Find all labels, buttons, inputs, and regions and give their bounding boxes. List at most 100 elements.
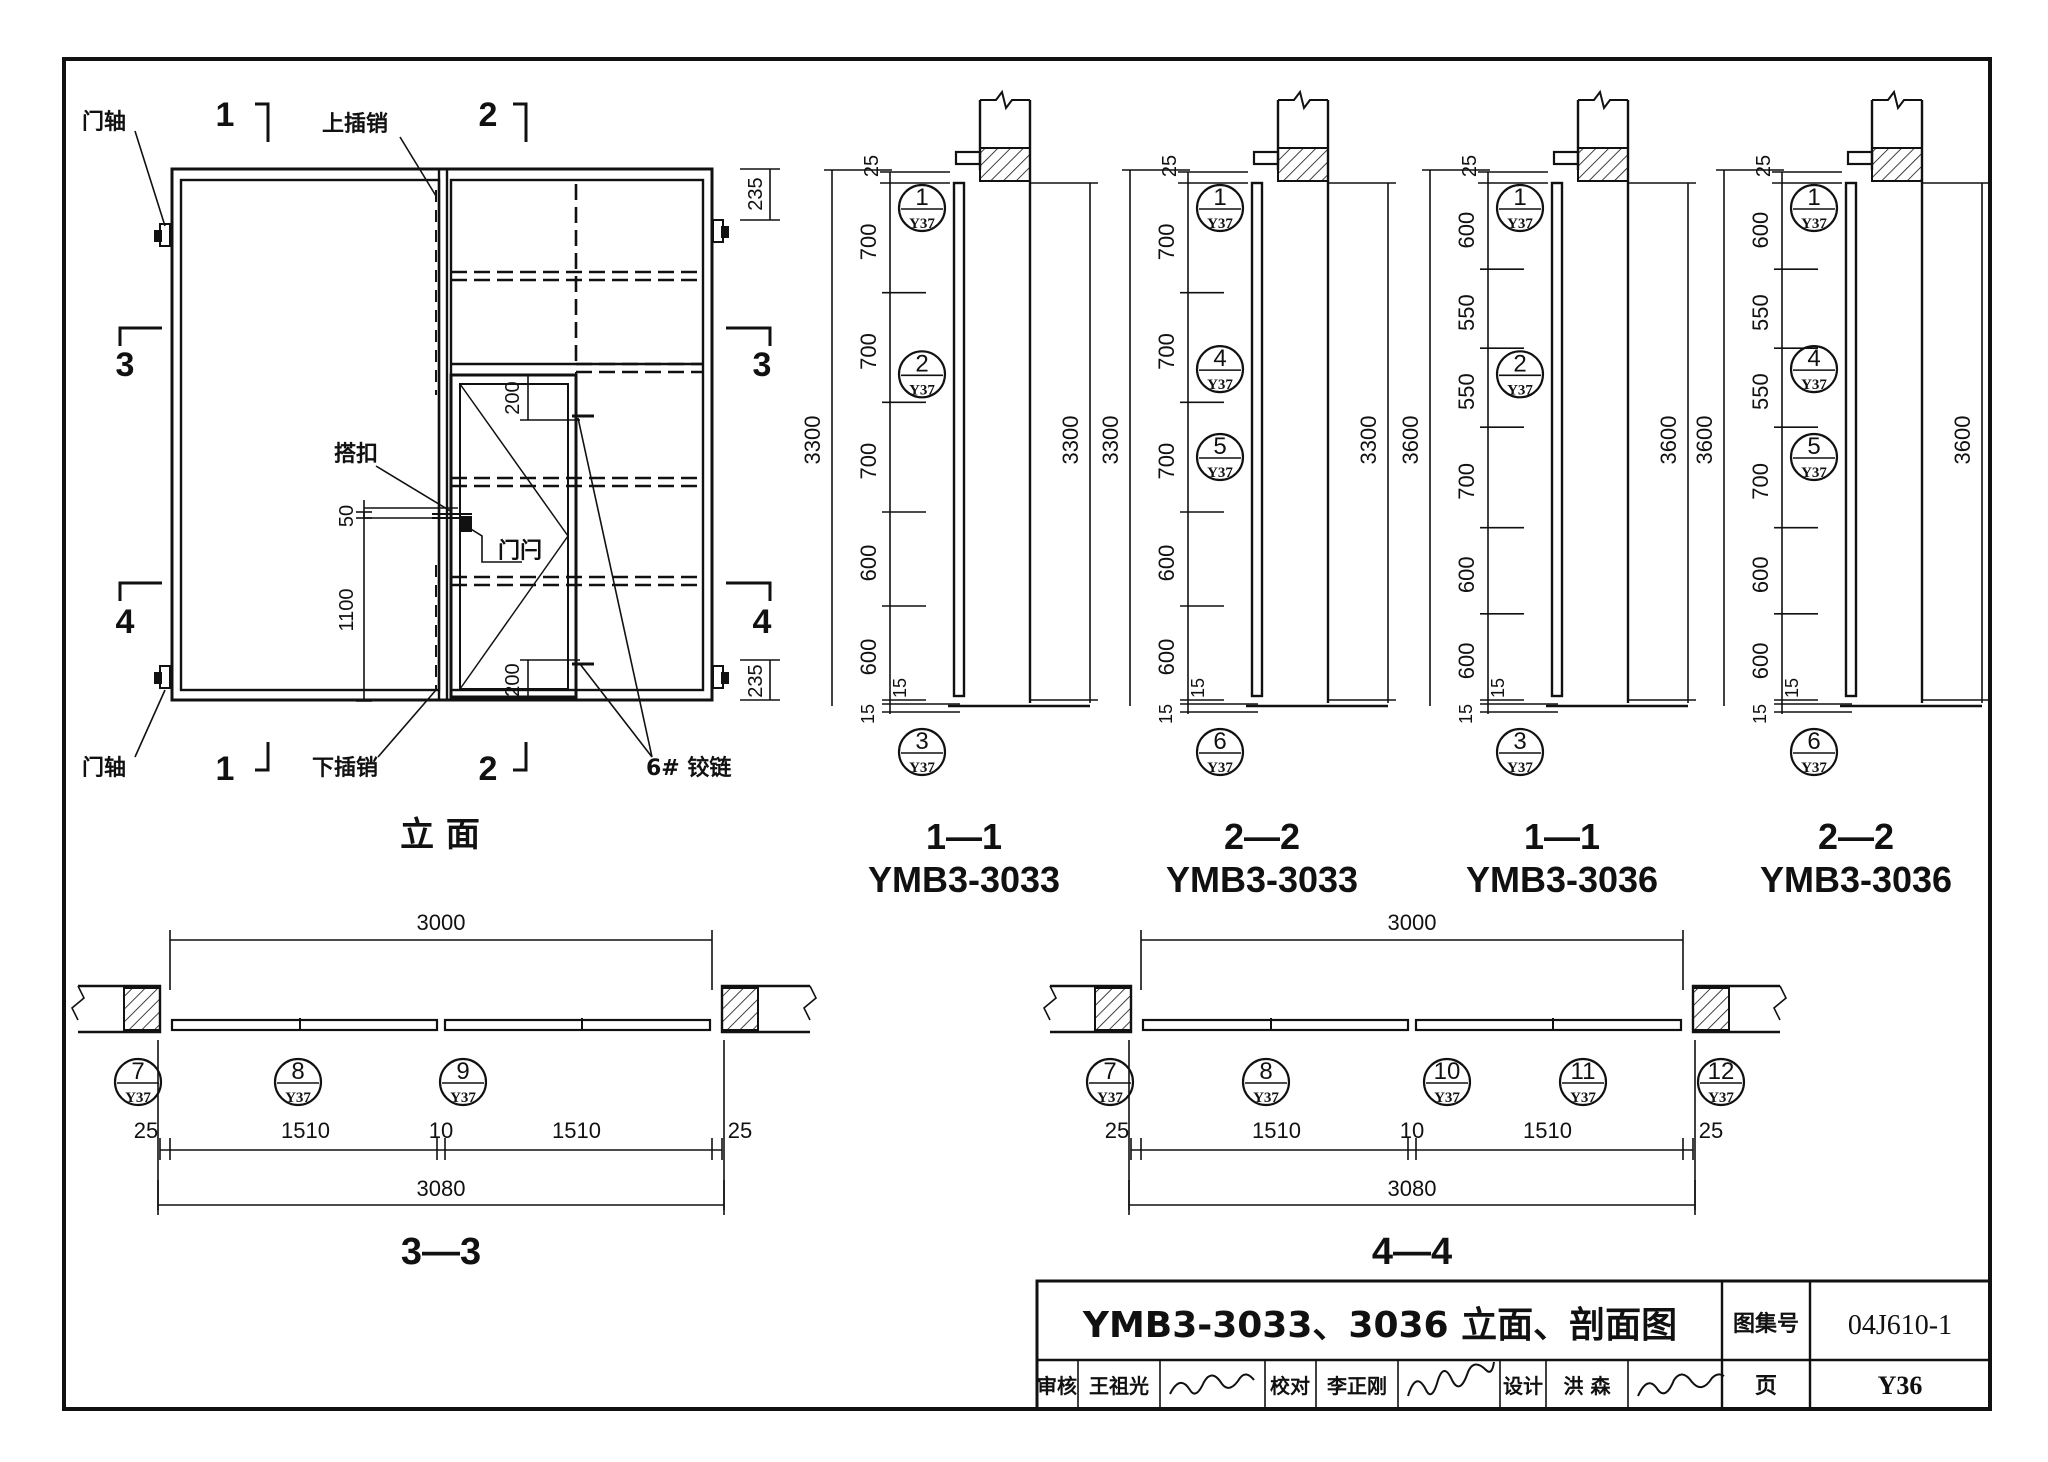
svg-text:3: 3 <box>116 346 135 384</box>
plan-leaf-left <box>170 1018 439 1032</box>
dim-segment: 600 <box>1748 643 1773 680</box>
drawing-title: YMB3-3033、3036 立面、剖面图 <box>1082 1305 1677 1346</box>
dim-chain-2: 10 <box>429 1118 453 1143</box>
detail-bubble-8-sheet: Y37 <box>285 1090 311 1106</box>
dim-segment: 700 <box>1454 463 1479 500</box>
dim-chain-1: 1510 <box>1252 1118 1301 1143</box>
dim-total-right: 3300 <box>1058 416 1083 465</box>
detail-bubble-10-number: 10 <box>1434 1058 1461 1085</box>
detail-bubble-5-sheet: Y37 <box>1207 465 1233 481</box>
plan-leaf-left <box>1141 1018 1410 1032</box>
lintel-hatch <box>979 147 1031 182</box>
label-bottom-bolt: 下插销 <box>312 756 378 781</box>
dim-segment: 700 <box>1748 463 1773 500</box>
section-model: YMB3-3036 <box>1760 859 1952 900</box>
door-leaf <box>1844 181 1858 698</box>
sheet-border <box>62 57 1992 1411</box>
checker-signature <box>1407 1361 1495 1397</box>
lintel-hatch <box>1577 147 1629 182</box>
dim-segment: 600 <box>1154 639 1179 676</box>
detail-bubble-2-sheet: Y37 <box>1507 382 1533 398</box>
detail-bubble-9-number: 9 <box>456 1058 469 1085</box>
dim-total-left: 3600 <box>1692 416 1717 465</box>
dim-chain-2: 10 <box>1400 1118 1424 1143</box>
dim-bottom-15: 15 <box>1188 678 1208 698</box>
plan-leaf-right <box>443 1018 712 1032</box>
elevation-title: 立 面 <box>400 815 480 855</box>
detail-bubble-4-sheet: Y37 <box>1801 377 1827 393</box>
detail-bubble-3-sheet: Y37 <box>1507 760 1533 776</box>
door-frame <box>170 167 714 702</box>
detail-bubble-8-sheet: Y37 <box>1253 1090 1279 1106</box>
detail-bubble-7-number: 7 <box>1103 1058 1116 1085</box>
dim-segment: 600 <box>1454 643 1479 680</box>
detail-bubble-8-number: 8 <box>1259 1058 1272 1085</box>
dim-chain-3: 1510 <box>552 1118 601 1143</box>
section-title: 2—2 <box>1818 816 1894 857</box>
detail-bubble-1-number: 1 <box>1213 184 1226 211</box>
dim-segment: 600 <box>1454 212 1479 249</box>
top-track <box>1846 150 1874 166</box>
detail-bubble-1-number: 1 <box>1513 184 1526 211</box>
detail-bubble-1-sheet: Y37 <box>1207 216 1233 232</box>
dim-clear-width: 3000 <box>1388 910 1437 935</box>
dim-segment: 600 <box>1748 556 1773 593</box>
top-track <box>954 150 982 166</box>
dim-chain-3: 1510 <box>1523 1118 1572 1143</box>
section-mark-1-top: 1 <box>216 96 270 142</box>
detail-bubble-5-sheet: Y37 <box>1801 465 1827 481</box>
detail-bubble-7-sheet: Y37 <box>1097 1090 1123 1106</box>
dim-bottom2-15: 15 <box>858 704 878 724</box>
detail-bubble-2-number: 2 <box>915 350 928 377</box>
detail-bubble-9-sheet: Y37 <box>450 1090 476 1106</box>
dim-segment: 600 <box>1154 545 1179 582</box>
wicket-door <box>449 373 578 699</box>
wall-left-hatch <box>1094 987 1132 1031</box>
dim-latch-height-label: 1100 <box>336 588 358 631</box>
reviewer-signature <box>1169 1373 1255 1395</box>
detail-bubble-8-number: 8 <box>291 1058 304 1085</box>
detail-bubble-12-number: 12 <box>1708 1058 1735 1085</box>
section-model: YMB3-3033 <box>868 859 1060 900</box>
dim-total-right: 3300 <box>1356 416 1381 465</box>
detail-bubble-7-number: 7 <box>131 1058 144 1085</box>
top-track <box>1552 150 1580 166</box>
dim-top-25: 25 <box>1753 155 1775 177</box>
dim-bottom2-15: 15 <box>1456 704 1476 724</box>
page-label: 页 <box>1755 1374 1777 1399</box>
wall-right-hatch <box>1692 987 1730 1031</box>
pivot-top <box>154 223 171 247</box>
design-label: 设计 <box>1503 1374 1543 1398</box>
section-model: YMB3-3033 <box>1166 859 1358 900</box>
detail-bubble-6-sheet: Y37 <box>1207 760 1233 776</box>
section-mark-3-left: 3 <box>116 326 162 384</box>
plan-leaf-right <box>1414 1018 1683 1032</box>
dim-segment: 700 <box>1154 443 1179 480</box>
dim-total-left: 3300 <box>1098 416 1123 465</box>
plan-title: 4—4 <box>1372 1231 1452 1273</box>
detail-bubble-3-number: 3 <box>1513 728 1526 755</box>
detail-bubble-1-sheet: Y37 <box>1507 216 1533 232</box>
dim-segment: 700 <box>1154 223 1179 260</box>
svg-text:4: 4 <box>753 603 772 641</box>
svg-text:3: 3 <box>753 346 772 384</box>
page-number: Y36 <box>1878 1371 1923 1400</box>
detail-bubble-6-number: 6 <box>1213 728 1226 755</box>
section-mark-4-left: 4 <box>116 581 162 641</box>
checker-name: 李正刚 <box>1326 1374 1387 1398</box>
dim-segment: 550 <box>1454 294 1479 331</box>
